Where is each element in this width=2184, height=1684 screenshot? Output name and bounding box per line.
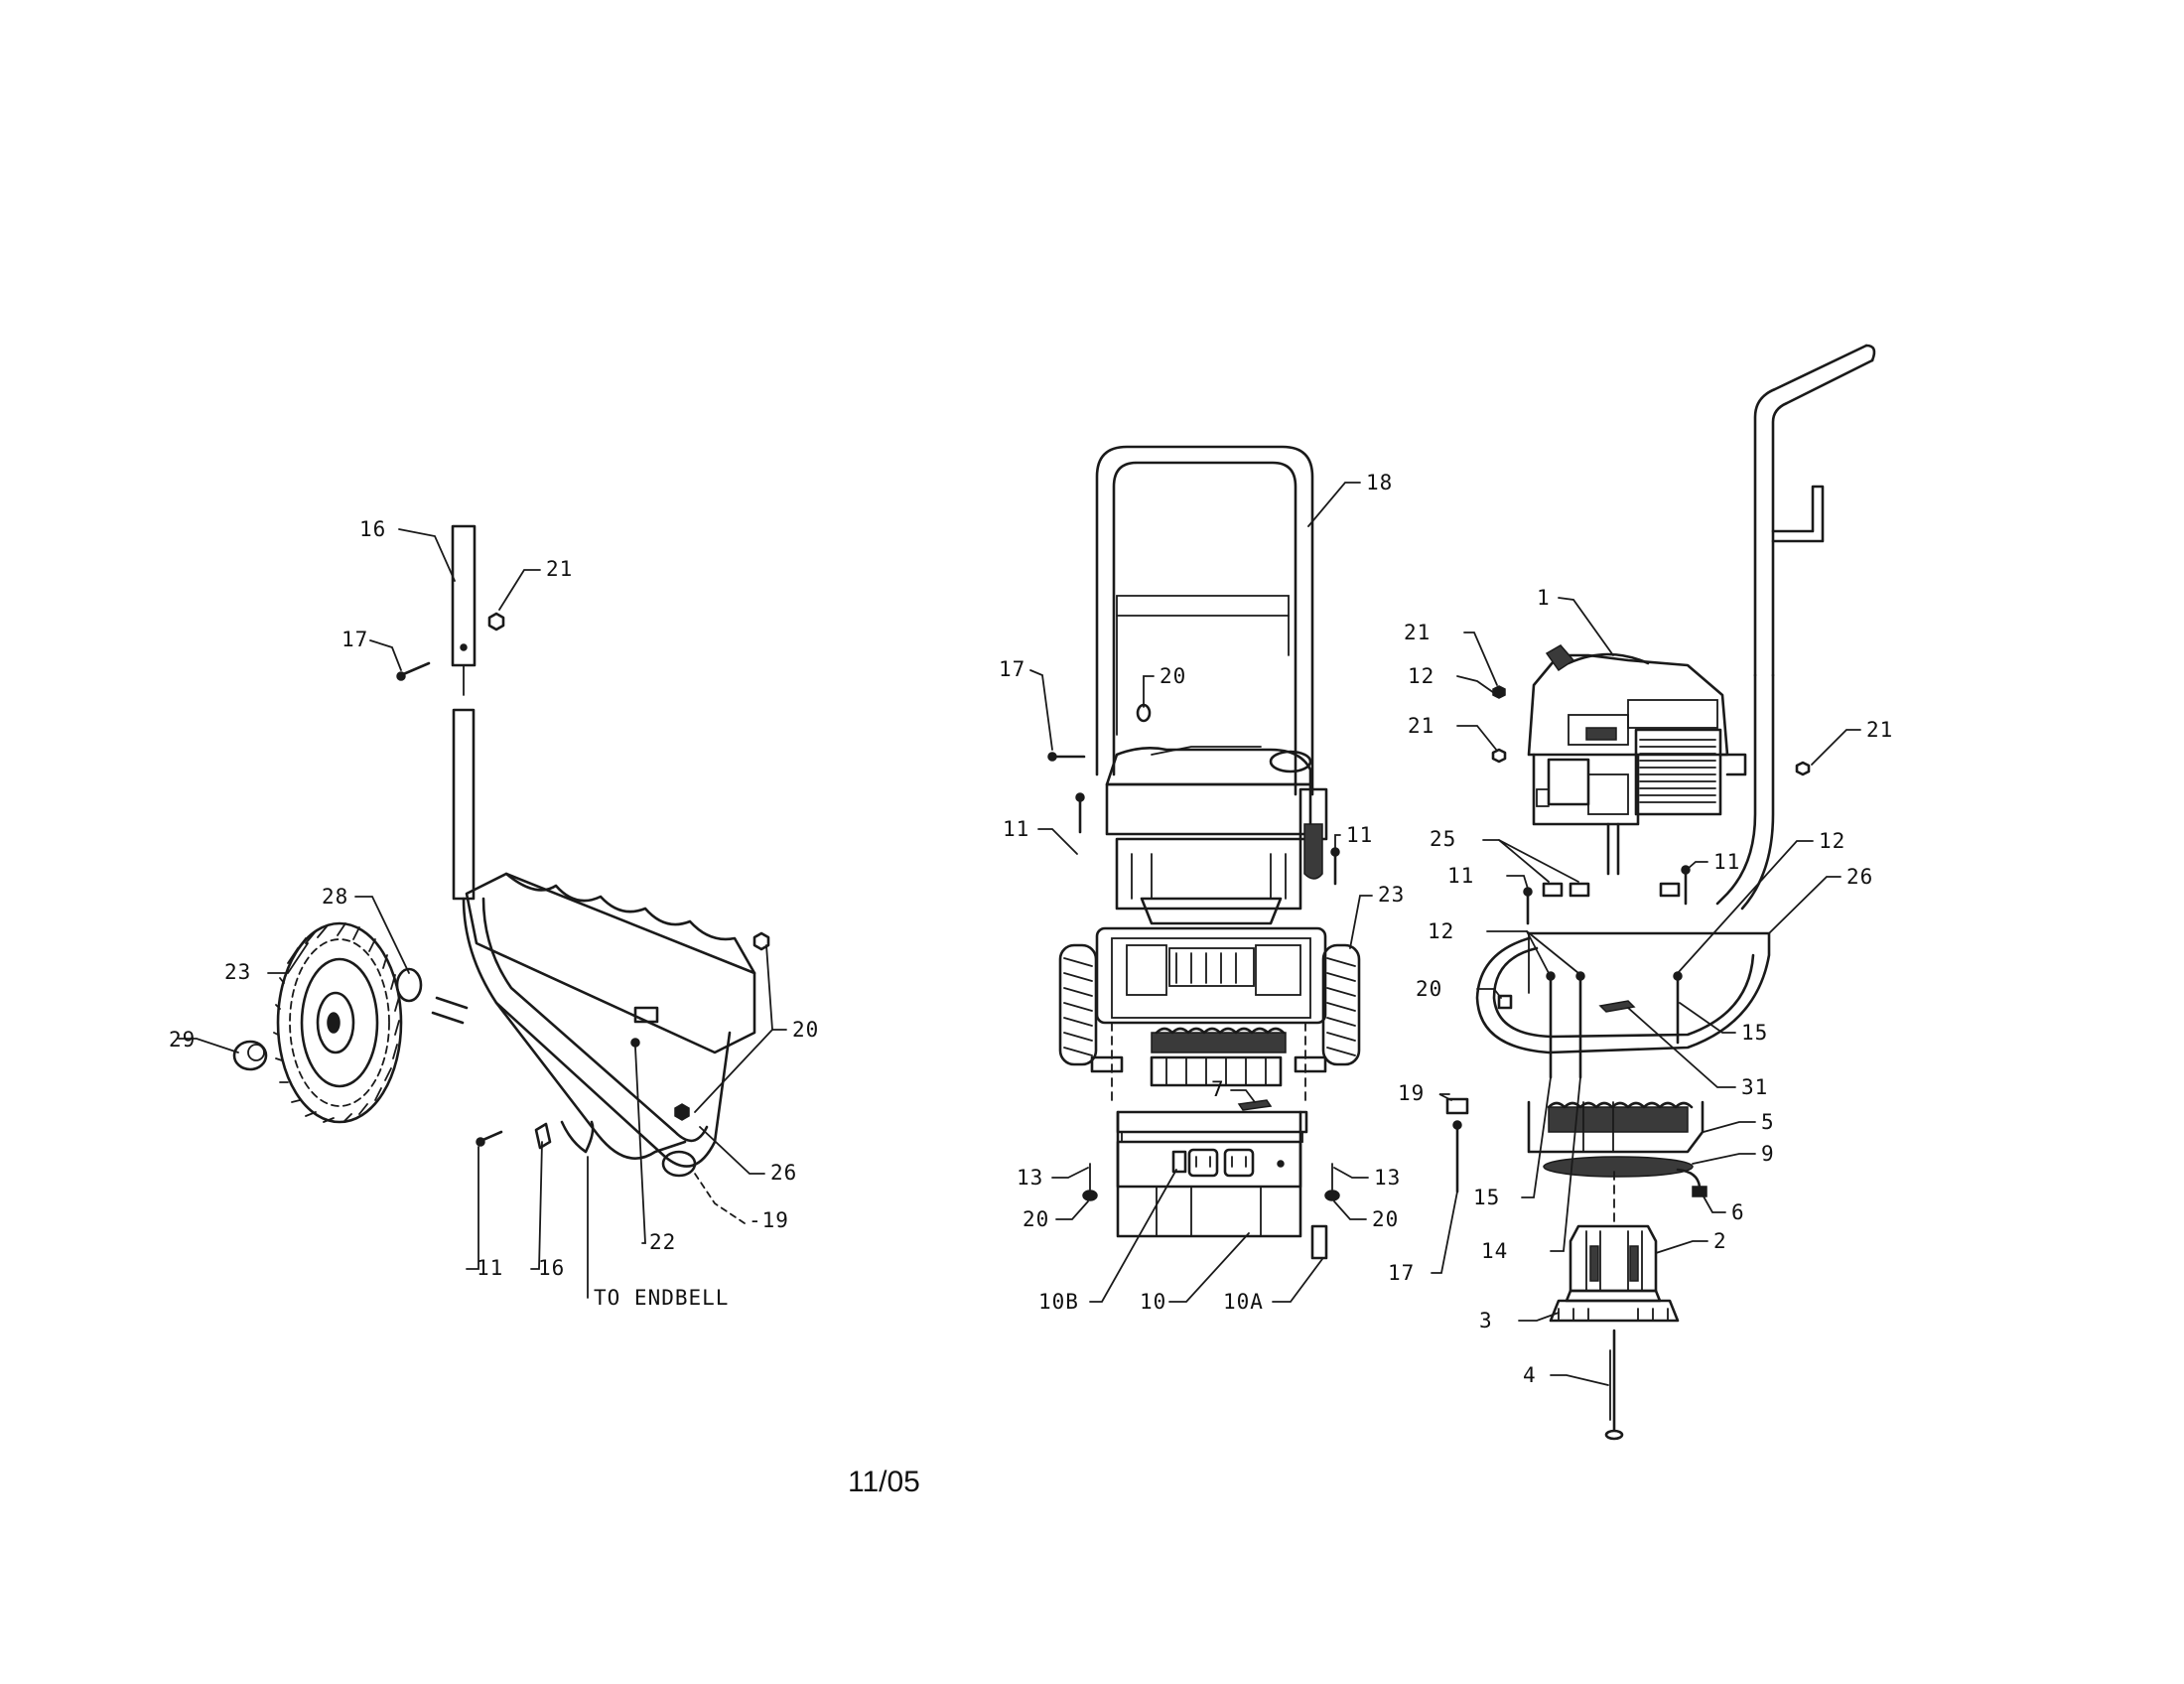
wheel-right bbox=[1321, 943, 1361, 1066]
callout-label: 21 bbox=[1408, 714, 1434, 738]
callout-label: 21 bbox=[546, 557, 573, 581]
engine bbox=[1527, 644, 1747, 876]
cradle-frame bbox=[1475, 931, 1771, 1054]
callout-label: 12 bbox=[1408, 664, 1434, 688]
callout-label: 11 bbox=[1346, 823, 1373, 847]
frame-rail bbox=[462, 897, 732, 1168]
callout-label: 15 bbox=[1741, 1021, 1768, 1045]
nut bbox=[487, 612, 505, 632]
callout-label: 26 bbox=[1846, 865, 1873, 889]
date-code: 11/05 bbox=[848, 1466, 920, 1498]
callout-label: 7 bbox=[1211, 1077, 1225, 1101]
callout-label: 9 bbox=[1761, 1142, 1775, 1166]
callout-label: TO ENDBELL bbox=[594, 1286, 729, 1310]
left-callouts: 16 21 17 28 23 29 20 26 -19 22 11 16 TO … bbox=[169, 517, 819, 1310]
callout-label: 13 bbox=[1374, 1166, 1401, 1190]
callout-label: 23 bbox=[224, 960, 251, 984]
callout-label: 20 bbox=[1372, 1207, 1399, 1231]
rotor bbox=[1543, 1156, 1694, 1178]
wheel-left bbox=[1058, 943, 1098, 1066]
callout-label: 11 bbox=[1003, 817, 1029, 841]
endbell bbox=[1549, 1299, 1680, 1323]
callout-label: 22 bbox=[649, 1230, 676, 1254]
handle-side bbox=[1753, 344, 1868, 677]
rubber-foot bbox=[661, 1150, 697, 1178]
callout-label: 28 bbox=[322, 885, 348, 909]
callout-label: 21 bbox=[1866, 718, 1893, 742]
callout-label: 17 bbox=[999, 657, 1025, 681]
callout-label: 12 bbox=[1819, 829, 1845, 853]
hub-cap bbox=[232, 1040, 268, 1071]
callout-label: 10 bbox=[1140, 1290, 1166, 1314]
callout-label: 17 bbox=[341, 628, 368, 651]
right-callouts: 1 21 12 21 21 25 11 11 12 26 12 20 15 31… bbox=[1388, 586, 1893, 1387]
callout-label: 3 bbox=[1479, 1309, 1493, 1333]
callout-label: 25 bbox=[1430, 827, 1456, 851]
callout-label: 14 bbox=[1481, 1239, 1508, 1263]
handle-tube-lower bbox=[452, 708, 476, 901]
center-front-view bbox=[1047, 445, 1361, 1260]
callout-label: 16 bbox=[359, 517, 386, 541]
callout-label: 23 bbox=[1378, 883, 1405, 907]
callout-label: 20 bbox=[1160, 664, 1186, 688]
callout-label: 20 bbox=[1023, 1207, 1049, 1231]
callout-label: 17 bbox=[1388, 1261, 1415, 1285]
callout-label: 20 bbox=[1416, 977, 1442, 1001]
center-callouts: 18 17 20 11 11 23 7 13 13 20 20 10B 10 1… bbox=[999, 471, 1405, 1314]
left-exploded-view bbox=[232, 524, 770, 1178]
callout-label: 21 bbox=[1404, 621, 1431, 644]
callout-label: 10A bbox=[1223, 1290, 1264, 1314]
right-leaders bbox=[1431, 597, 1861, 1386]
callout-label: 19 bbox=[1398, 1081, 1425, 1105]
generator-housing bbox=[465, 872, 756, 1054]
handle-frame bbox=[1095, 445, 1314, 796]
right-exploded-view bbox=[1445, 344, 1876, 1441]
engine-top bbox=[1105, 747, 1312, 786]
callout-label: 10B bbox=[1038, 1290, 1079, 1314]
callout-label: 29 bbox=[169, 1028, 196, 1052]
callout-label: 31 bbox=[1741, 1075, 1768, 1099]
callout-label: 2 bbox=[1713, 1229, 1727, 1253]
left-leaders bbox=[178, 528, 787, 1299]
center-leaders bbox=[1029, 482, 1373, 1303]
bracket bbox=[1527, 1100, 1705, 1154]
callout-label: 20 bbox=[792, 1018, 819, 1042]
callout-label: 18 bbox=[1366, 471, 1393, 494]
callout-label: 11 bbox=[1447, 864, 1474, 888]
callout-label: 5 bbox=[1761, 1110, 1775, 1134]
callout-label: -19 bbox=[749, 1208, 789, 1232]
frame-panel bbox=[1095, 926, 1327, 1025]
bolt bbox=[399, 661, 431, 677]
callout-label: 4 bbox=[1523, 1363, 1537, 1387]
stator bbox=[1565, 1224, 1662, 1303]
callout-label: 11 bbox=[1713, 850, 1740, 874]
callout-label: 16 bbox=[538, 1256, 565, 1280]
callout-label: 13 bbox=[1017, 1166, 1043, 1190]
callout-label: 12 bbox=[1428, 919, 1454, 943]
callout-label: 1 bbox=[1537, 586, 1551, 610]
callout-label: 15 bbox=[1473, 1186, 1500, 1209]
callout-label: 11 bbox=[477, 1256, 503, 1280]
callout-label: 6 bbox=[1731, 1200, 1745, 1224]
wheel bbox=[273, 921, 403, 1124]
callout-label: 26 bbox=[770, 1161, 797, 1185]
breaker bbox=[1310, 1224, 1328, 1260]
engine-block bbox=[1105, 782, 1312, 836]
